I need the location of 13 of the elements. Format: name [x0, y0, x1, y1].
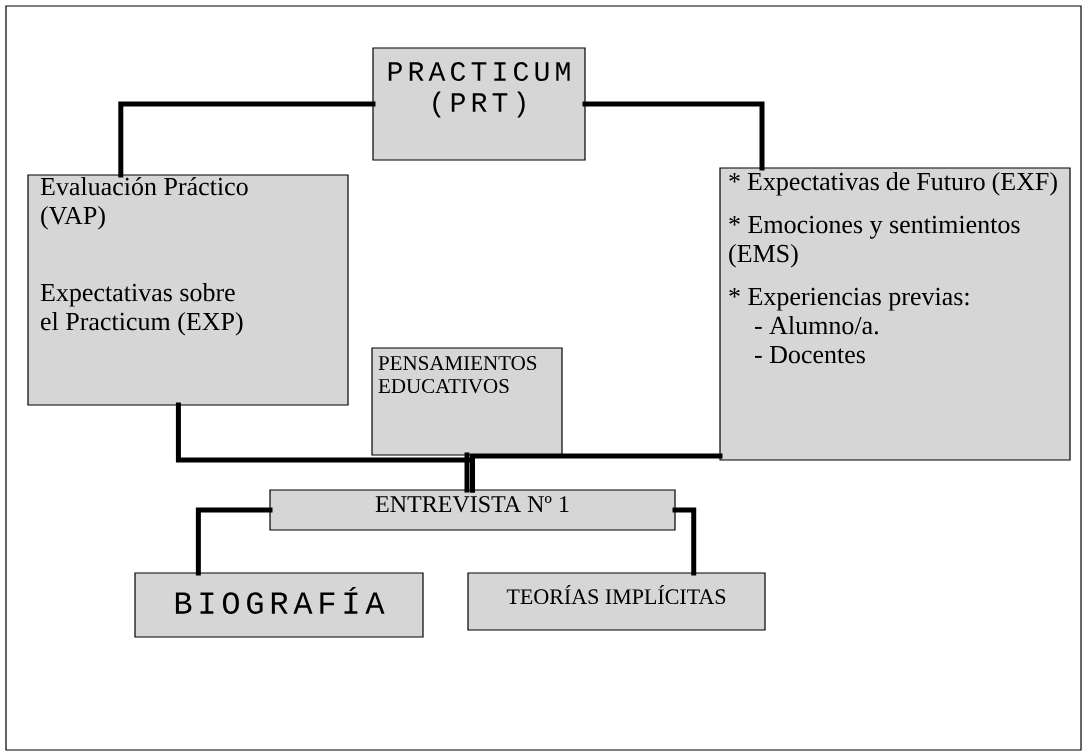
text-box: ENTREVISTA Nº 1	[269, 489, 676, 531]
text-box: Evaluación Práctico (VAP) Expectativas sobre el Practicum (EXP)	[27, 174, 349, 406]
text-box: BIOGRAFÍA	[134, 572, 424, 638]
connector-line	[582, 101, 765, 171]
connector-line	[470, 453, 723, 493]
text-box: PENSAMIENTOS EDUCATIVOS	[371, 347, 563, 456]
text-box: * Expectativas de Futuro (EXF) * Emociones y sentimientos (EMS) * Experiencias previas: - Alumno/a. - Docentes	[719, 167, 1071, 461]
connector-line	[118, 101, 376, 178]
connector-line	[464, 452, 470, 493]
connector-line	[195, 507, 273, 576]
text-box: TEORÍAS IMPLÍCITAS	[467, 572, 766, 631]
text-box: PRACTICUM (PRT)	[372, 47, 586, 161]
connector-line	[672, 507, 697, 576]
